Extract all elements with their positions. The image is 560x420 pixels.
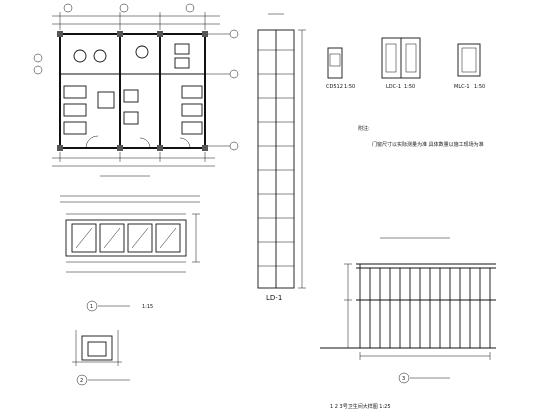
railing-elevation: 3 xyxy=(320,237,496,384)
detail-2-scale: 1:15 xyxy=(142,304,153,310)
door-ldc-label: LDC-1 xyxy=(386,84,401,90)
door-elevations: CD512 1:50 LDC-1 1:50 MLC-1 1:50 xyxy=(326,37,485,90)
door-mlc-scale: 1:50 xyxy=(474,84,485,90)
bottom-caption: 1 2 3号卫生间大样图 1:25 xyxy=(330,403,391,410)
floor-plan xyxy=(33,3,239,177)
window-elevation: 1 1:15 xyxy=(60,195,200,312)
detail-3-number: 3 xyxy=(402,376,405,382)
note-text: 门窗尺寸以实际测量为准 具体数量以施工现场为准 xyxy=(372,141,484,148)
detail-2-number: 2 xyxy=(80,378,83,384)
door-mlc-label: MLC-1 xyxy=(454,84,470,90)
note-block: 附注: 门窗尺寸以实际测量为准 具体数量以施工现场为准 xyxy=(358,125,484,148)
note-title: 附注: xyxy=(358,125,370,132)
partition-ld1-label: LD-1 xyxy=(266,294,282,302)
door-ldc-scale: 1:50 xyxy=(404,84,415,90)
small-detail: 2 xyxy=(72,330,130,386)
partition-ld1: LD-1 xyxy=(257,13,306,302)
bottom-caption-text: 1 2 3号卫生间大样图 1:25 xyxy=(330,403,391,410)
door-cd-label: CD512 xyxy=(326,84,343,90)
detail-1-number: 1 xyxy=(90,304,93,310)
door-cd-scale: 1:50 xyxy=(344,84,355,90)
